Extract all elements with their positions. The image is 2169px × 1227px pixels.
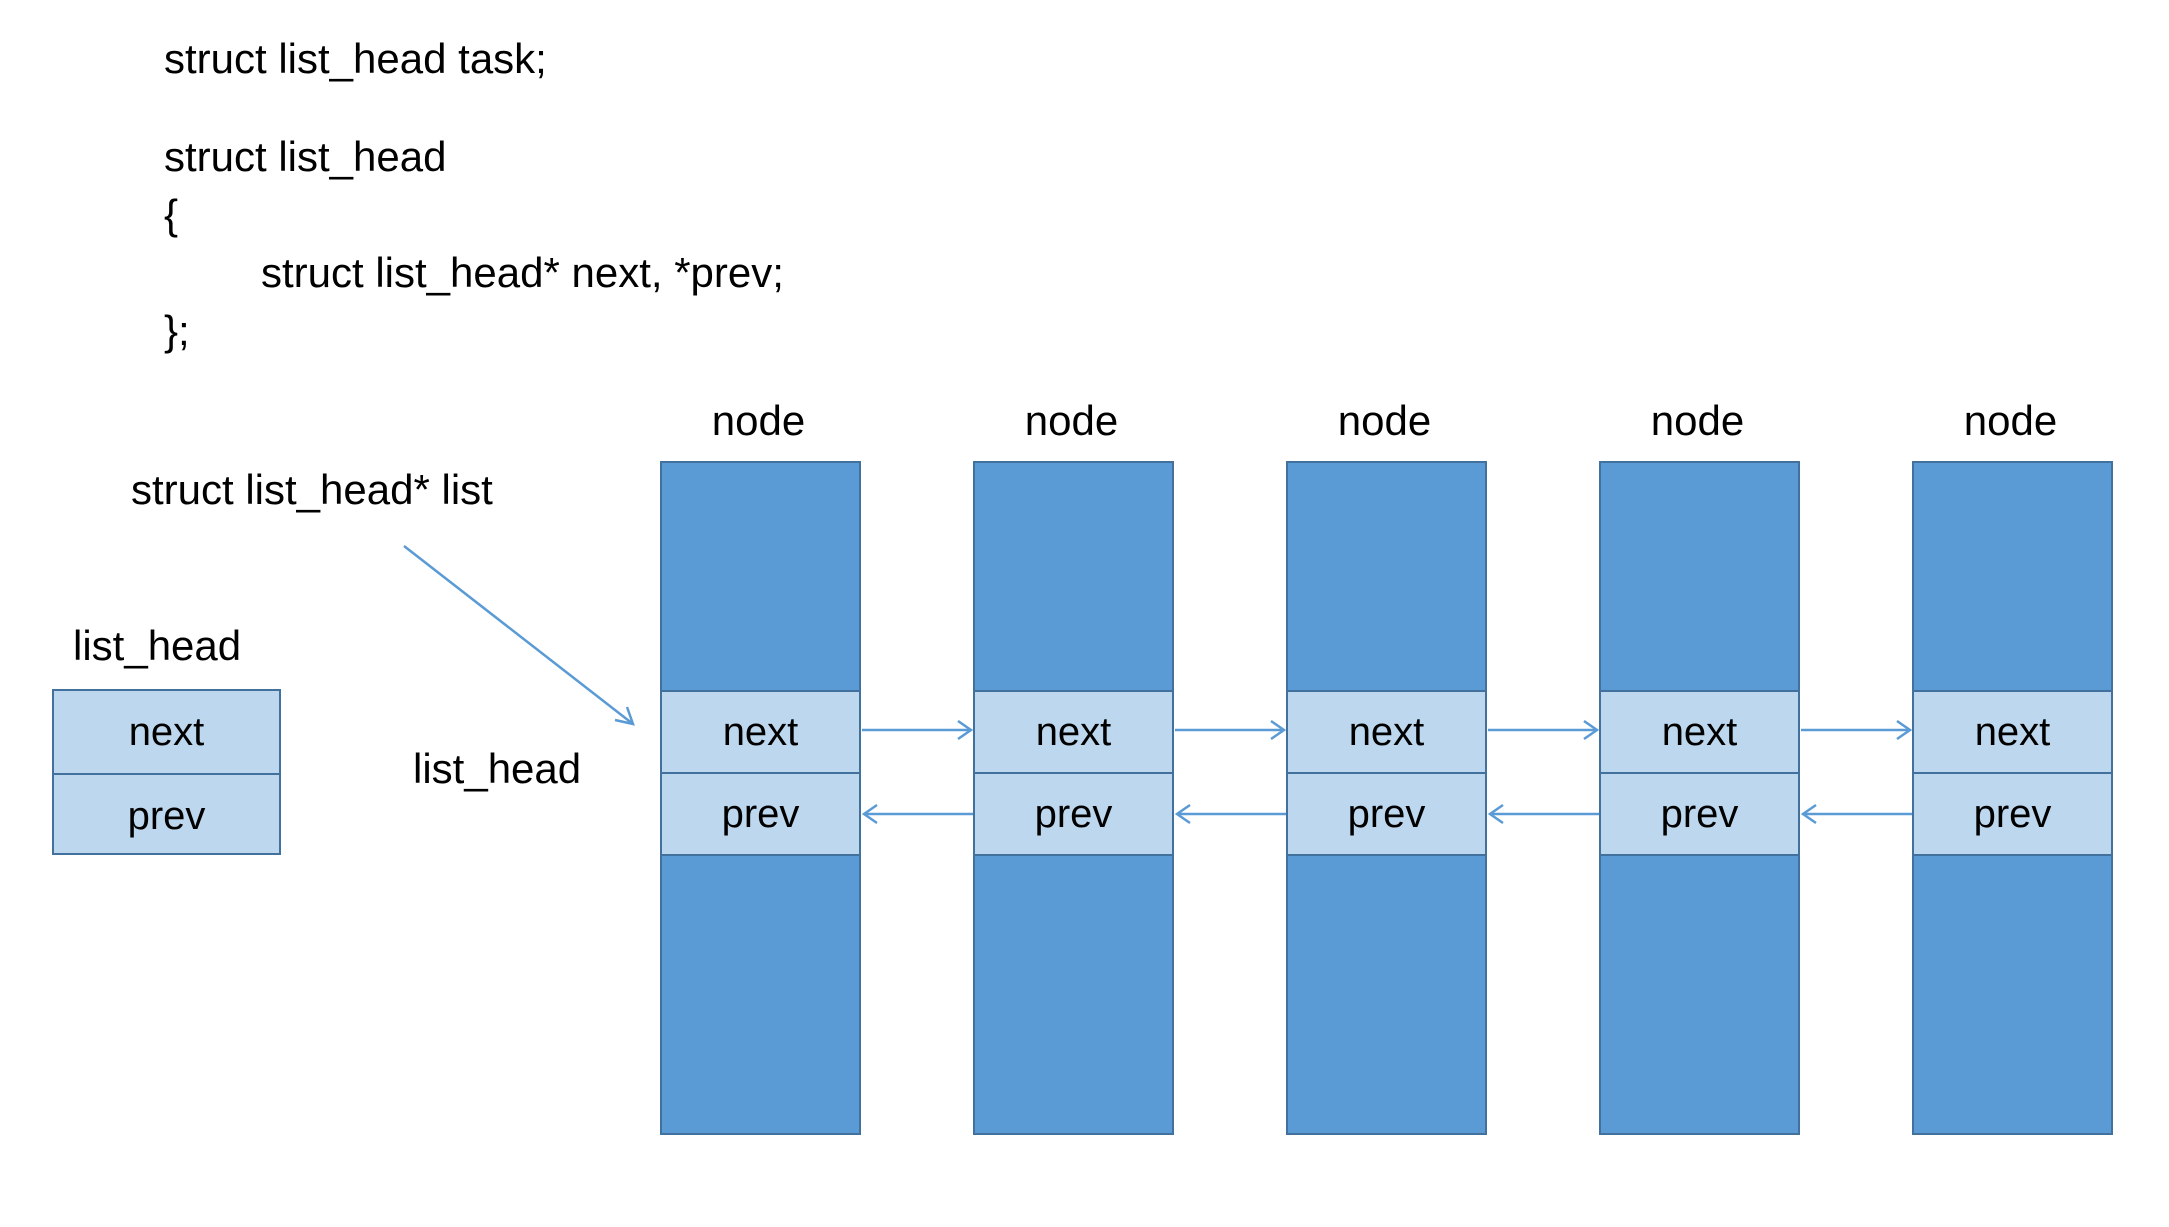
node-5: next prev	[1912, 461, 2113, 1135]
node-5-next-field: next	[1914, 690, 2111, 772]
next-arrowhead-3	[1583, 719, 1600, 741]
node-1: next prev	[660, 461, 861, 1135]
node-title-4: node	[1650, 397, 1745, 444]
node-title-3: node	[1337, 397, 1432, 444]
next-arrowhead-2	[1270, 719, 1287, 741]
node-title-5: node	[1963, 397, 2058, 444]
node-4-next-field: next	[1601, 690, 1798, 772]
standalone-title: list_head	[73, 622, 242, 669]
node-1-prev-field: prev	[662, 772, 859, 856]
code-line-task-declaration: struct list_head task;	[164, 35, 547, 82]
node-4: next prev	[1599, 461, 1800, 1135]
next-arrowhead-1	[957, 719, 974, 741]
standalone-prev-field: prev	[54, 773, 279, 857]
prev-arrowhead-4	[1800, 803, 1817, 825]
node-1-next-field: next	[662, 690, 859, 772]
next-arrowhead-4	[1896, 719, 1913, 741]
code-line-open-brace: {	[164, 191, 179, 238]
pointer-arrow	[403, 545, 634, 725]
code-line-close-brace: };	[164, 307, 190, 354]
prev-arrowhead-1	[861, 803, 878, 825]
node-2: next prev	[973, 461, 1174, 1135]
standalone-next-field: next	[128, 709, 205, 754]
node-2-prev-field: prev	[975, 772, 1172, 856]
prev-arrowhead-3	[1487, 803, 1504, 825]
pointer-label: struct list_head* list	[131, 466, 493, 513]
node-4-prev-field: prev	[1601, 772, 1798, 856]
node-title-2: node	[1024, 397, 1119, 444]
pointer-arrowhead	[614, 706, 635, 726]
code-line-struct-header: struct list_head	[164, 133, 447, 180]
node-3-prev-field: prev	[1288, 772, 1485, 856]
node-title-1: node	[711, 397, 806, 444]
node-5-prev-field: prev	[1914, 772, 2111, 856]
node-2-next-field: next	[975, 690, 1172, 772]
standalone-list-head-box: next prev	[52, 689, 281, 855]
node-3-next-field: next	[1288, 690, 1485, 772]
prev-arrowhead-2	[1174, 803, 1191, 825]
code-line-members: struct list_head* next, *prev;	[261, 249, 784, 296]
chain-list-head-label: list_head	[413, 745, 582, 792]
node-3: next prev	[1286, 461, 1487, 1135]
